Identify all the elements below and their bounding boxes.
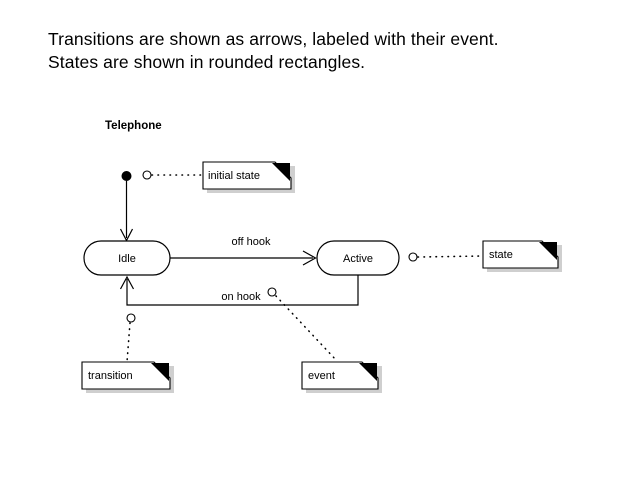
note-transition-fold-icon (151, 363, 169, 381)
state-idle-label: Idle (118, 253, 136, 265)
note-transition-anchor (126, 313, 136, 323)
note-initial-state-label: initial state (208, 170, 260, 182)
state-active-label: Active (343, 253, 373, 265)
note-initial-state-fold-icon (272, 163, 290, 181)
edge-initial-to-idle (119, 181, 134, 242)
note-transition-leader (126, 322, 131, 363)
note-event[interactable]: event (267, 287, 382, 393)
note-transition-label: transition (88, 370, 133, 382)
note-event-leader (275, 295, 338, 362)
note-state-anchor (408, 252, 418, 262)
state-active[interactable]: Active (316, 240, 400, 276)
transition-on-hook-label: on hook (221, 291, 261, 303)
note-initial-state[interactable]: initial state (142, 161, 295, 193)
note-state-leader (417, 255, 484, 258)
note-event-label: event (308, 370, 335, 382)
note-state-label: state (489, 249, 513, 261)
state-idle[interactable]: Idle (83, 240, 171, 276)
note-state[interactable]: state (408, 240, 562, 272)
transition-off-hook[interactable]: off hook (170, 236, 317, 266)
note-event-anchor (267, 287, 277, 297)
initial-state-dot (121, 171, 132, 181)
note-initial-state-anchor (142, 170, 152, 180)
title-line-2: States are shown in rounded rectangles. (48, 52, 366, 72)
transition-on-hook[interactable]: on hook (119, 275, 359, 306)
slide-title-block: Transitions are shown as arrows, labeled… (48, 28, 608, 74)
note-state-fold-icon (539, 242, 557, 260)
note-event-fold-icon (359, 363, 377, 381)
note-transition[interactable]: transition (81, 313, 174, 393)
title-line-1: Transitions are shown as arrows, labeled… (48, 29, 499, 49)
transition-off-hook-label: off hook (232, 236, 271, 248)
diagram-frame-label: Telephone (105, 120, 162, 132)
